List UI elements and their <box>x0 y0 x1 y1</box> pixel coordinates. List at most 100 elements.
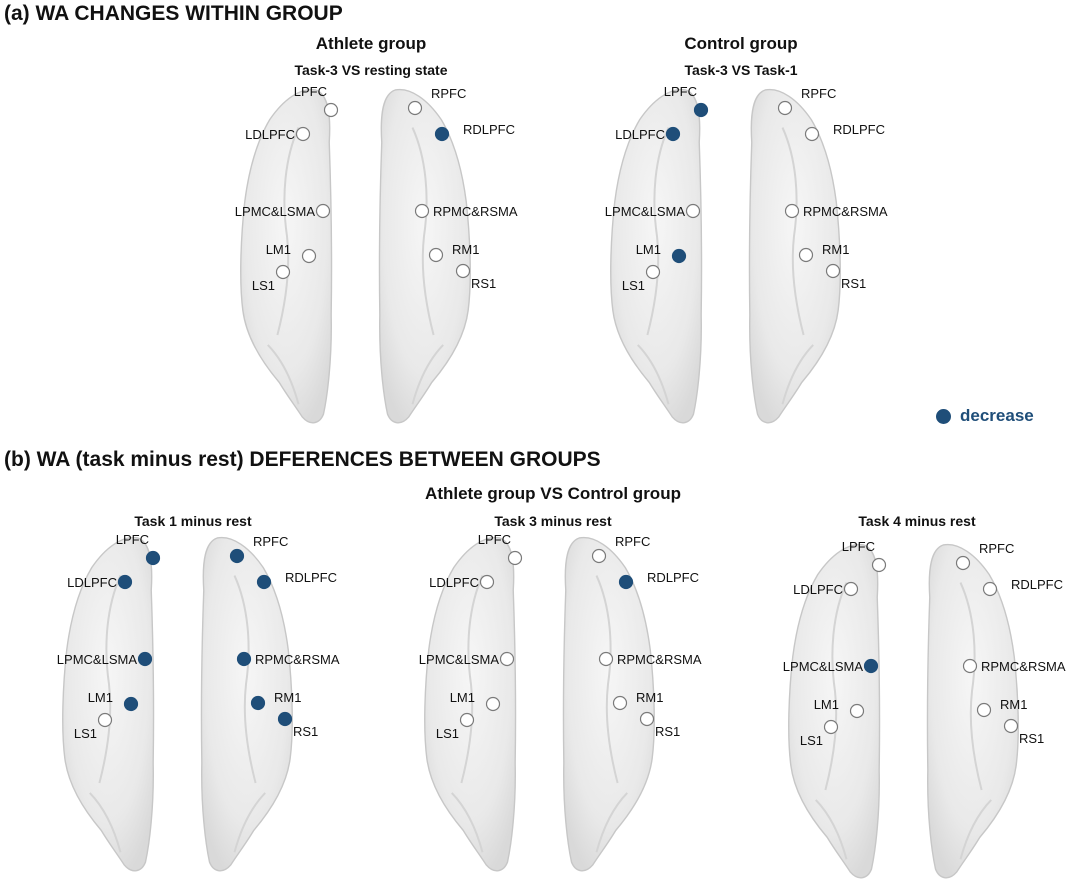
label-a-athlete-rpfc: RPFC <box>431 86 466 101</box>
marker-a-control-rpfc <box>777 100 793 116</box>
marker-a-athlete-rs1 <box>455 263 471 279</box>
label-b-task1-ls1: LS1 <box>74 726 97 741</box>
label-b-task3-ldlpfc: LDLPFC <box>429 575 479 590</box>
marker-a-athlete-ldlpfc <box>295 126 311 142</box>
label-b-task1-lm1: LM1 <box>88 690 113 705</box>
label-b-task3-rs1: RS1 <box>655 724 680 739</box>
panel-a-athlete-contrast: Task-3 VS resting state <box>294 62 448 78</box>
marker-b-task3-ls1 <box>459 712 475 728</box>
label-a-athlete-rdlpfc: RDLPFC <box>463 122 515 137</box>
marker-b-task3-lm1 <box>485 696 501 712</box>
panel-b-task4-contrast: Task 4 minus rest <box>858 513 976 529</box>
marker-a-control-rdlpfc <box>804 126 820 142</box>
marker-a-control-rm1 <box>798 247 814 263</box>
label-b-task1-lpfc: LPFC <box>116 532 149 547</box>
label-b-task3-lpfc: LPFC <box>478 532 511 547</box>
marker-b-task1-lpmc-lsma <box>137 651 153 667</box>
legend-decrease-marker <box>936 408 951 424</box>
label-a-control-rpmc-rsma: RPMC&RSMA <box>803 204 888 219</box>
panel-b-task3-contrast: Task 3 minus rest <box>494 513 612 529</box>
label-a-control-lm1: LM1 <box>636 242 661 257</box>
marker-b-task3-rpmc-rsma <box>598 651 614 667</box>
markers-a-athlete: LPFCLDLPFCLPMC&LSMALM1LS1RPFCRDLPFCRPMC&… <box>235 84 518 293</box>
label-a-athlete-rm1: RM1 <box>452 242 479 257</box>
panel-b-task1-contrast: Task 1 minus rest <box>134 513 252 529</box>
marker-b-task1-rs1 <box>277 711 293 727</box>
marker-a-control-rs1 <box>825 263 841 279</box>
marker-b-task1-lm1 <box>123 696 139 712</box>
label-b-task1-rpmc-rsma: RPMC&RSMA <box>255 652 340 667</box>
marker-b-task3-lpmc-lsma <box>499 651 515 667</box>
marker-b-task4-rdlpfc <box>982 581 998 597</box>
marker-a-control-ls1 <box>645 264 661 280</box>
marker-b-task3-ldlpfc <box>479 574 495 590</box>
legend-decrease-label: decrease <box>960 406 1034 425</box>
label-a-athlete-ls1: LS1 <box>252 278 275 293</box>
label-a-control-lpmc-lsma: LPMC&LSMA <box>605 204 686 219</box>
markers-a-control: LPFCLDLPFCLPMC&LSMALM1LS1RPFCRDLPFCRPMC&… <box>605 84 888 293</box>
label-b-task4-rs1: RS1 <box>1019 731 1044 746</box>
marker-a-athlete-ls1 <box>275 264 291 280</box>
panel-a-control-contrast: Task-3 VS Task-1 <box>684 62 798 78</box>
marker-b-task3-rdlpfc <box>618 574 634 590</box>
label-b-task1-rdlpfc: RDLPFC <box>285 570 337 585</box>
marker-a-athlete-rdlpfc <box>434 126 450 142</box>
label-b-task3-rm1: RM1 <box>636 690 663 705</box>
marker-a-athlete-lpfc <box>323 102 339 118</box>
panel-a-athlete-group-title: Athlete group <box>315 34 427 53</box>
label-a-control-rpfc: RPFC <box>801 86 836 101</box>
label-a-control-lpfc: LPFC <box>664 84 697 99</box>
marker-b-task4-ls1 <box>823 719 839 735</box>
marker-b-task4-rm1 <box>976 702 992 718</box>
section-b-title: (b) WA (task minus rest) DEFERENCES BETW… <box>4 448 601 471</box>
marker-b-task3-rs1 <box>639 711 655 727</box>
marker-b-task4-lpmc-lsma <box>863 658 879 674</box>
marker-b-task1-rm1 <box>250 695 266 711</box>
label-a-control-rm1: RM1 <box>822 242 849 257</box>
marker-b-task3-rpfc <box>591 548 607 564</box>
label-b-task3-lm1: LM1 <box>450 690 475 705</box>
label-b-task4-lm1: LM1 <box>814 697 839 712</box>
marker-a-athlete-rpmc-rsma <box>414 203 430 219</box>
marker-a-athlete-lm1 <box>301 248 317 264</box>
marker-a-control-lm1 <box>671 248 687 264</box>
marker-a-control-rpmc-rsma <box>784 203 800 219</box>
label-b-task4-ldlpfc: LDLPFC <box>793 582 843 597</box>
marker-a-athlete-rpfc <box>407 100 423 116</box>
label-b-task1-rpfc: RPFC <box>253 534 288 549</box>
marker-a-control-lpmc-lsma <box>685 203 701 219</box>
marker-b-task1-ldlpfc <box>117 574 133 590</box>
section-a-title: (a) WA CHANGES WITHIN GROUP <box>4 2 343 25</box>
region-markers: LPFCLDLPFCLPMC&LSMALM1LS1RPFCRDLPFCRPMC&… <box>57 84 1066 748</box>
marker-a-athlete-rm1 <box>428 247 444 263</box>
label-b-task4-ls1: LS1 <box>800 733 823 748</box>
label-a-athlete-rs1: RS1 <box>471 276 496 291</box>
label-a-athlete-lpfc: LPFC <box>294 84 327 99</box>
marker-b-task1-rpmc-rsma <box>236 651 252 667</box>
marker-b-task4-rpmc-rsma <box>962 658 978 674</box>
marker-a-control-ldlpfc <box>665 126 681 142</box>
label-b-task3-rdlpfc: RDLPFC <box>647 570 699 585</box>
label-a-control-rs1: RS1 <box>841 276 866 291</box>
label-a-control-ls1: LS1 <box>622 278 645 293</box>
label-b-task3-ls1: LS1 <box>436 726 459 741</box>
label-a-athlete-ldlpfc: LDLPFC <box>245 127 295 142</box>
markers-b-task3: LPFCLDLPFCLPMC&LSMALM1LS1RPFCRDLPFCRPMC&… <box>419 532 702 741</box>
marker-b-task4-rs1 <box>1003 718 1019 734</box>
label-b-task4-rpmc-rsma: RPMC&RSMA <box>981 659 1066 674</box>
marker-a-athlete-lpmc-lsma <box>315 203 331 219</box>
label-b-task1-lpmc-lsma: LPMC&LSMA <box>57 652 138 667</box>
marker-b-task1-ls1 <box>97 712 113 728</box>
label-b-task4-lpmc-lsma: LPMC&LSMA <box>783 659 864 674</box>
marker-b-task4-lm1 <box>849 703 865 719</box>
label-b-task4-rpfc: RPFC <box>979 541 1014 556</box>
panel-a-control-group-title: Control group <box>684 34 798 53</box>
label-a-control-ldlpfc: LDLPFC <box>615 127 665 142</box>
label-b-task4-rdlpfc: RDLPFC <box>1011 577 1063 592</box>
marker-b-task1-lpfc <box>145 550 161 566</box>
marker-a-control-lpfc <box>693 102 709 118</box>
marker-b-task1-rpfc <box>229 548 245 564</box>
label-a-athlete-lpmc-lsma: LPMC&LSMA <box>235 204 316 219</box>
